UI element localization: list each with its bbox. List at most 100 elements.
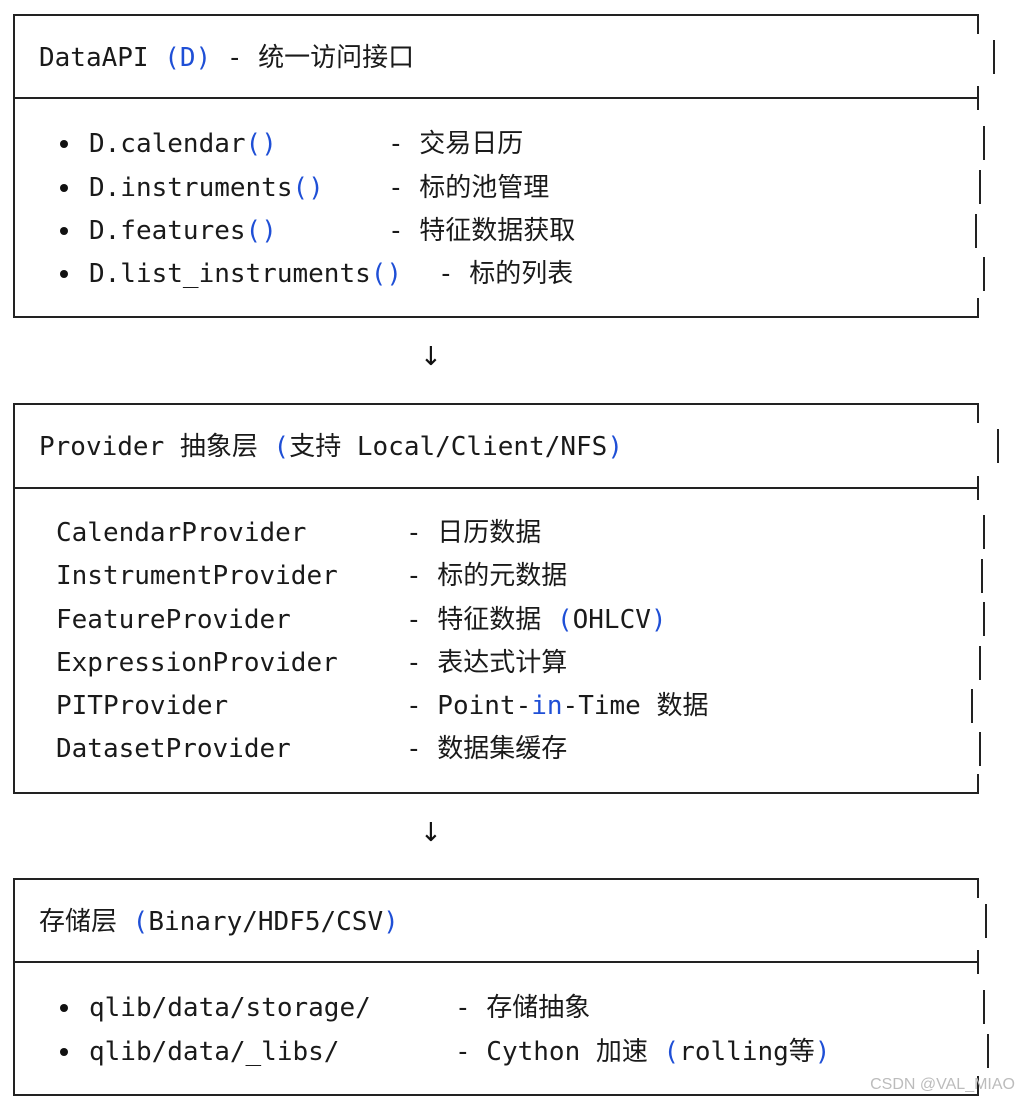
item-desc: - 标的列表 <box>438 259 574 289</box>
list-item: CalendarProvider - 日历数据 <box>56 517 541 549</box>
down-arrow-icon: ↓ <box>420 342 442 372</box>
box-top-border <box>13 878 979 880</box>
box-right-border <box>983 126 985 160</box>
item-desc: - 表达式计算 <box>406 648 568 678</box>
item-extra: OHLCV <box>572 605 651 635</box>
item-keyword: in <box>531 691 563 721</box>
bullet-icon <box>60 184 68 192</box>
box-bottom-border <box>13 792 979 794</box>
item-code: D.calendar <box>89 129 246 159</box>
box-right-border <box>977 403 979 423</box>
list-item: PITProvider - Point-in-Time 数据 <box>56 690 708 722</box>
list-item: DatasetProvider- 数据集缓存 <box>56 733 567 765</box>
list-item: ExpressionProvider - 表达式计算 <box>56 647 567 679</box>
box-right-border <box>985 904 987 938</box>
bullet-icon <box>60 227 68 235</box>
box-right-border <box>977 14 979 34</box>
box-right-border <box>983 257 985 291</box>
box-right-border <box>983 515 985 549</box>
box-divider <box>13 487 979 489</box>
list-item: FeatureProvider - 特征数据 (OHLCV) <box>56 604 667 636</box>
box-divider <box>13 97 979 99</box>
box-right-border <box>977 878 979 898</box>
item-desc: - Cython 加速 <box>455 1037 664 1067</box>
item-code: D.instruments <box>89 173 293 203</box>
list-item: InstrumentProvider - 标的元数据 <box>56 560 567 592</box>
title-name: DataAPI <box>39 43 149 73</box>
title-desc: - 统一访问接口 <box>226 43 415 73</box>
box-bottom-border <box>13 1094 979 1096</box>
box-right-border <box>997 429 999 463</box>
bullet-icon <box>60 140 68 148</box>
item-paren-close: ) <box>814 1037 831 1067</box>
item-paren-open: ( <box>663 1037 680 1067</box>
item-desc: - 存储抽象 <box>455 993 591 1023</box>
box-right-border <box>979 170 981 204</box>
item-desc: - 标的元数据 <box>406 561 568 591</box>
title-paren-open: ( <box>132 907 149 937</box>
box-right-border <box>975 214 977 248</box>
item-desc: - Point- <box>406 691 532 721</box>
box-left-border <box>13 403 15 792</box>
box-left-border <box>13 14 15 316</box>
item-desc: - 数据集缓存 <box>406 734 568 764</box>
box-right-border <box>987 1034 989 1068</box>
box-right-border <box>993 40 995 74</box>
item-desc: - 日历数据 <box>406 518 542 548</box>
item-desc-b: -Time 数据 <box>562 691 709 721</box>
box-right-border <box>981 559 983 593</box>
down-arrow-icon: ↓ <box>420 818 442 848</box>
title-paren-open: ( <box>273 432 290 462</box>
item-paren-open: ( <box>556 605 573 635</box>
item-code: ExpressionProvider <box>56 648 338 678</box>
bullet-icon <box>60 1048 68 1056</box>
box-right-border <box>977 774 979 792</box>
bullet-icon <box>60 1004 68 1012</box>
item-parens: () <box>245 216 277 246</box>
item-desc: - 特征数据 <box>406 605 557 635</box>
box-right-border <box>977 298 979 316</box>
box-top-border <box>13 403 979 405</box>
box-right-border <box>979 732 981 766</box>
bullet-icon <box>60 270 68 278</box>
box-right-border <box>977 86 979 110</box>
title-inner: Binary/HDF5/CSV <box>148 907 384 937</box>
box-right-border <box>977 1076 979 1094</box>
item-code: CalendarProvider <box>56 518 307 548</box>
item-desc: - 交易日历 <box>388 129 524 159</box>
item-parens: () <box>245 129 277 159</box>
box-right-border <box>971 689 973 723</box>
watermark: CSDN @VAL_MIAO <box>870 1076 1015 1093</box>
box-title: 存储层 (Binary/HDF5/CSV) <box>39 906 399 938</box>
item-code: D.list_instruments <box>89 259 371 289</box>
box-right-border <box>977 476 979 500</box>
box-divider <box>13 961 979 963</box>
box-bottom-border <box>13 316 979 318</box>
title-name: 存储层 <box>39 907 133 937</box>
item-desc: - 标的池管理 <box>388 173 550 203</box>
box-right-border <box>983 602 985 636</box>
item-paren-close: ) <box>650 605 667 635</box>
item-code: qlib/data/storage/ <box>89 993 371 1023</box>
item-parens: () <box>370 259 403 289</box>
box-left-border <box>13 878 15 1094</box>
item-inner: rolling等 <box>679 1037 815 1067</box>
item-code: FeatureProvider <box>56 605 291 635</box>
title-paren-close: ) <box>383 907 399 937</box>
title-name: Provider 抽象层 <box>39 432 258 462</box>
title-inner: 支持 Local/Client/NFS <box>289 432 608 462</box>
item-parens: () <box>292 173 324 203</box>
box-right-border <box>983 990 985 1024</box>
item-code: InstrumentProvider <box>56 561 338 591</box>
title-paren-close: ) <box>607 432 623 462</box>
box-title: Provider 抽象层 (支持 Local/Client/NFS) <box>39 431 623 463</box>
title-paren: (D) <box>164 43 212 73</box>
item-code: qlib/data/_libs/ <box>89 1037 340 1067</box>
box-right-border <box>979 646 981 680</box>
item-code: D.features <box>89 216 246 246</box>
item-desc: - 特征数据获取 <box>388 216 576 246</box>
item-code: PITProvider <box>56 691 229 721</box>
box-title: DataAPI (D) - 统一访问接口 <box>39 42 414 74</box>
box-top-border <box>13 14 979 16</box>
box-right-border <box>977 950 979 974</box>
